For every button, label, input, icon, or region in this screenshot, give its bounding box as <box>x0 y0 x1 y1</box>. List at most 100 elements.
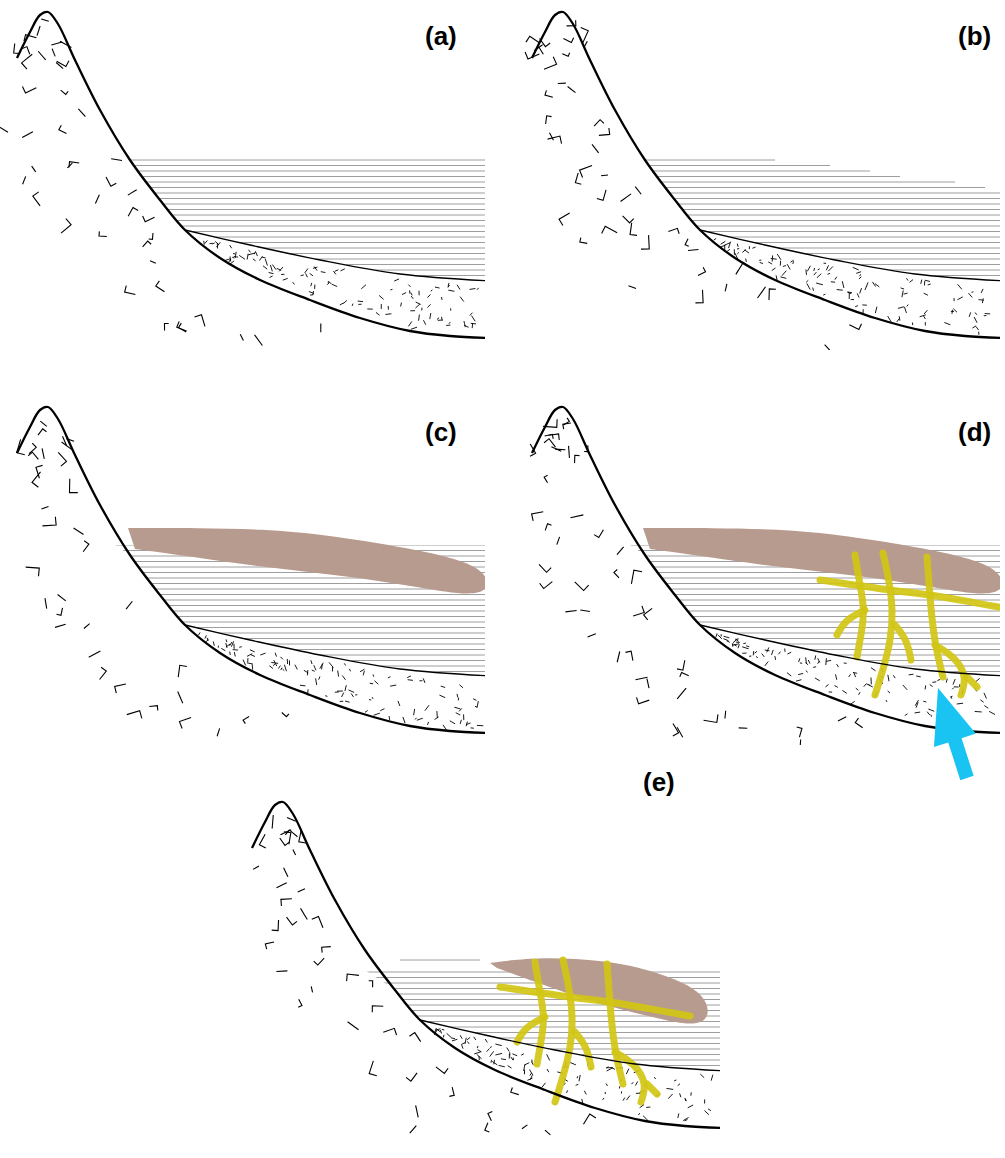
water-line <box>100 171 485 172</box>
sediment-stroke <box>978 332 979 335</box>
sediment-stroke <box>419 291 420 296</box>
sediment-stroke <box>859 277 861 279</box>
sediment-stroke <box>226 643 227 648</box>
sediment-stroke <box>756 656 758 657</box>
sediment-stroke <box>372 697 373 699</box>
sediment-stroke <box>230 245 232 248</box>
sediment-stroke <box>341 269 345 271</box>
sediment-stroke <box>390 289 392 291</box>
rock-stroke <box>284 832 291 845</box>
sediment-stroke <box>836 674 837 679</box>
sediment-stroke <box>456 694 458 698</box>
water-line <box>100 187 485 188</box>
sediment-stroke <box>946 679 947 683</box>
panel-body <box>525 12 1000 350</box>
sediment-stroke <box>233 253 235 254</box>
sediment-stroke <box>984 315 987 316</box>
sediment-stroke <box>762 654 765 657</box>
water-line <box>100 226 485 227</box>
sediment-stroke <box>772 650 774 655</box>
rock-texture <box>525 20 861 350</box>
sediment-stroke <box>853 267 859 270</box>
sediment-stroke <box>909 674 914 676</box>
water-line <box>100 622 485 623</box>
water-line <box>100 220 485 221</box>
sediment-stroke <box>335 270 339 272</box>
sediment-stroke <box>425 705 429 710</box>
water-line <box>100 611 485 612</box>
sediment-stroke <box>460 1035 462 1038</box>
sediment-boundary <box>185 625 485 676</box>
sediment-stroke <box>269 666 273 669</box>
sediment-stroke <box>927 712 930 715</box>
water-line <box>615 638 1000 639</box>
sediment-stroke <box>343 300 346 303</box>
rock-stroke <box>383 1028 396 1035</box>
sediment-stroke <box>666 1088 673 1089</box>
water-line <box>335 1049 720 1050</box>
sediment-stroke <box>923 701 926 703</box>
sediment-stroke <box>772 255 773 261</box>
water-line <box>615 655 1000 656</box>
sediment-stroke <box>205 635 206 638</box>
sediment-stroke <box>499 1065 505 1067</box>
sediment-stroke <box>435 717 439 720</box>
sediment-stroke <box>423 320 425 325</box>
sediment-texture <box>198 632 483 730</box>
sediment-stroke <box>312 670 315 671</box>
rock-stroke <box>311 986 312 992</box>
sediment-stroke <box>321 271 326 273</box>
water-line <box>100 638 485 639</box>
sediment-stroke <box>952 688 953 690</box>
sediment-stroke <box>400 303 402 307</box>
sediment-stroke <box>287 659 288 664</box>
rock-stroke <box>287 917 297 925</box>
rock-stroke <box>594 120 604 127</box>
rock-stroke <box>685 239 689 247</box>
sediment-stroke <box>269 272 274 273</box>
sediment-stroke <box>530 1075 532 1079</box>
sediment-stroke <box>212 243 214 244</box>
sediment-stroke <box>835 277 837 280</box>
sediment-stroke <box>390 685 396 686</box>
rock-stroke <box>38 429 46 435</box>
sediment-stroke <box>605 1092 606 1094</box>
rock-stroke <box>58 452 66 466</box>
sediment-stroke <box>272 264 276 269</box>
sediment-stroke <box>348 690 354 692</box>
sediment-stroke <box>869 685 873 687</box>
sediment-stroke <box>829 691 832 692</box>
rock-stroke <box>41 19 48 21</box>
water-line <box>335 1060 720 1061</box>
water-line <box>615 286 1000 287</box>
water-line <box>615 605 1000 606</box>
sediment-stroke <box>700 1074 704 1078</box>
sediment-stroke <box>415 304 419 308</box>
rock-stroke <box>84 624 90 629</box>
rock-stroke <box>26 567 40 576</box>
sediment-stroke <box>314 285 315 289</box>
rock-stroke <box>83 541 89 552</box>
sediment-stroke <box>742 647 749 649</box>
rock-stroke <box>106 177 116 186</box>
sediment-stroke <box>495 1044 501 1046</box>
sediment-stroke <box>295 665 297 670</box>
sediment-stroke <box>531 1060 532 1063</box>
sediment-stroke <box>800 662 802 663</box>
sediment-stroke <box>745 259 747 262</box>
rock-stroke <box>545 1130 550 1135</box>
sediment-stroke <box>974 317 977 323</box>
rock-stroke <box>22 86 36 93</box>
water-line <box>335 1054 720 1055</box>
sediment-stroke <box>818 268 820 270</box>
sediment-stroke <box>289 660 290 665</box>
rock-stroke <box>580 238 587 244</box>
rock-stroke <box>253 866 259 869</box>
sediment-stroke <box>345 701 349 702</box>
sediment-stroke <box>293 282 295 284</box>
rock-stroke <box>276 970 287 972</box>
sediment-stroke <box>415 718 416 720</box>
sediment-stroke <box>975 313 977 315</box>
sediment-stroke <box>370 683 373 685</box>
water-line <box>100 655 485 656</box>
